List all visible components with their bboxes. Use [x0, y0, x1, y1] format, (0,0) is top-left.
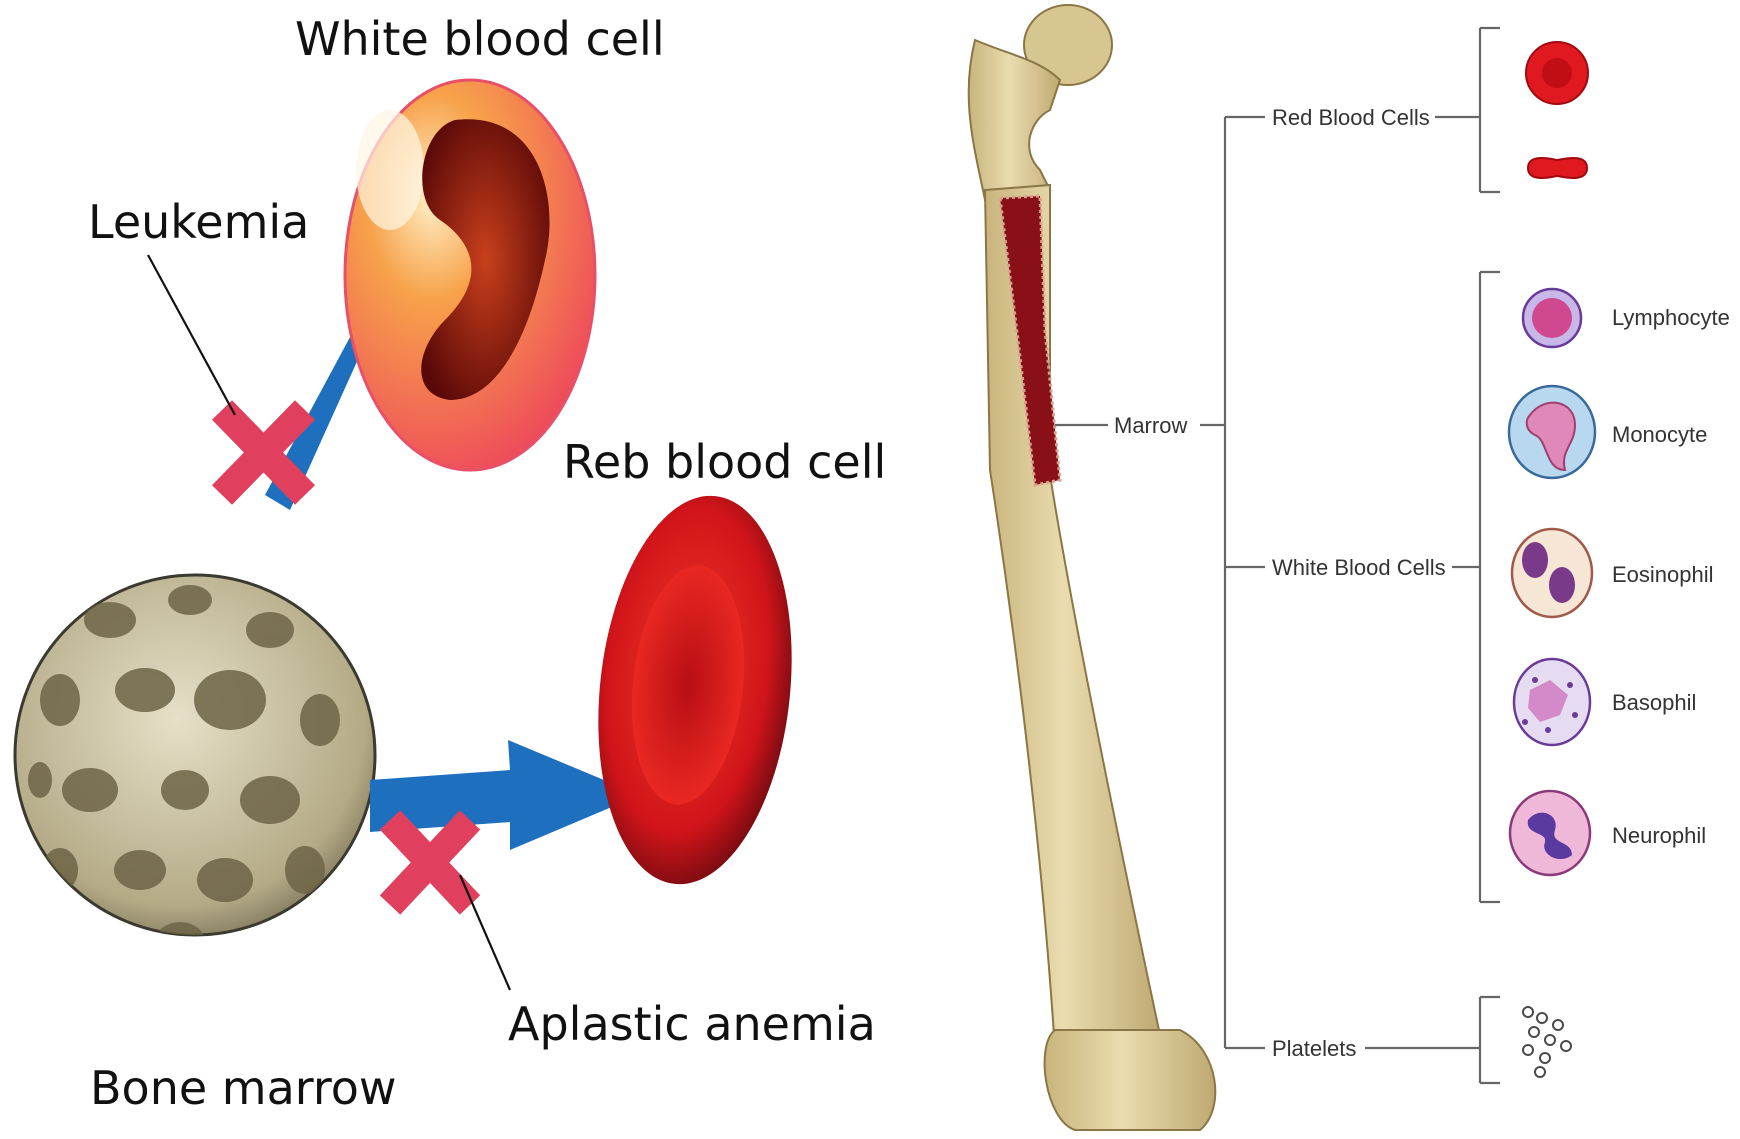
eosinophil-icon [1512, 529, 1592, 617]
lymphocyte-label: Lymphocyte [1612, 305, 1730, 330]
eosinophil-label: Eosinophil [1612, 562, 1714, 587]
basophil-label: Basophil [1612, 690, 1696, 715]
aplastic-anemia-x-mark [390, 820, 470, 905]
red-blood-cell-illustration [580, 486, 810, 894]
femur-bone-illustration [969, 5, 1216, 1130]
white-blood-cell-illustration [345, 80, 595, 470]
leukemia-leader-line [148, 255, 235, 415]
red-blood-cell-side-icon [1528, 158, 1587, 178]
monocyte-label: Monocyte [1612, 422, 1707, 447]
monocyte-icon [1509, 386, 1595, 478]
marrow-label: Marrow [1114, 413, 1187, 438]
platelets-icon [1523, 1007, 1571, 1077]
red-blood-cell-label: Reb blood cell [563, 435, 886, 489]
bone-marrow-label: Bone marrow [90, 1061, 397, 1115]
red-blood-cells-label: Red Blood Cells [1272, 105, 1430, 130]
lymphocyte-icon [1523, 289, 1581, 347]
basophil-icon [1514, 659, 1590, 745]
white-blood-cell-label: White blood cell [295, 12, 665, 66]
bone-marrow-illustration [15, 575, 375, 959]
aplastic-anemia-leader-line [460, 875, 510, 990]
platelets-label: Platelets [1272, 1036, 1356, 1061]
leukemia-label: Leukemia [88, 195, 309, 249]
red-blood-cell-front-icon [1526, 42, 1588, 104]
neutrophil-label: Neurophil [1612, 823, 1706, 848]
aplastic-anemia-label: Aplastic anemia [508, 997, 876, 1051]
white-blood-cells-label: White Blood Cells [1272, 555, 1446, 580]
neutrophil-icon [1510, 791, 1590, 875]
